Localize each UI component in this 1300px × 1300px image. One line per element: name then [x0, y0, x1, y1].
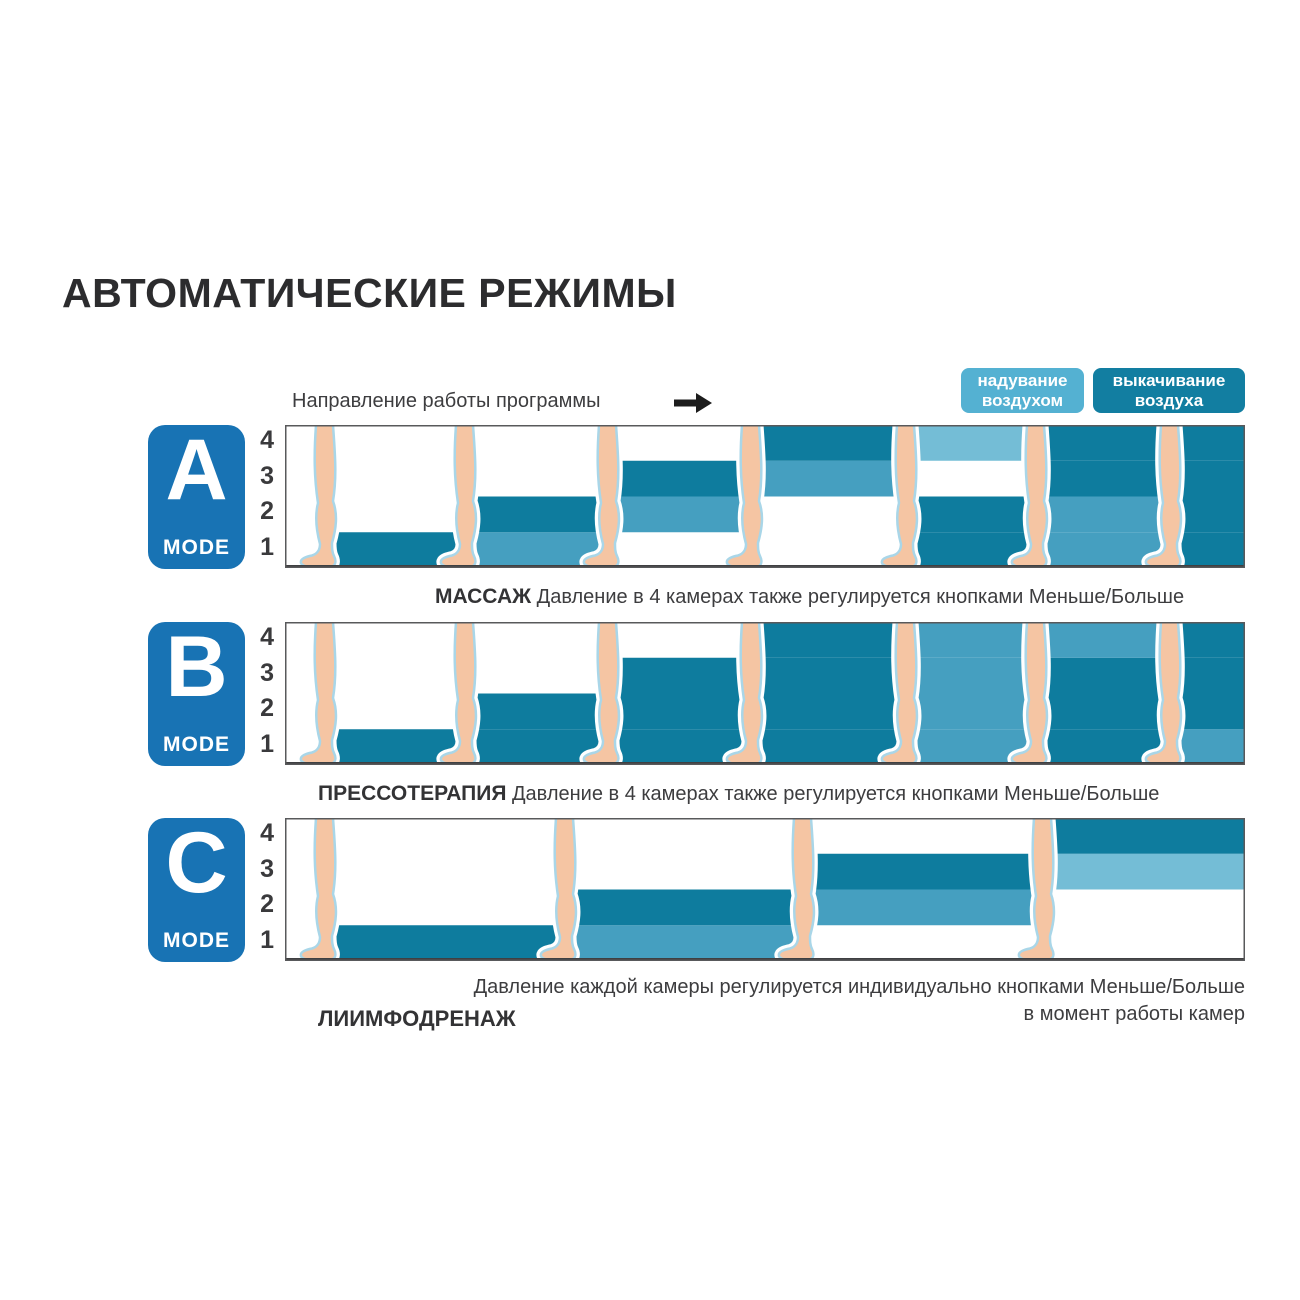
leg-figure [296, 818, 341, 961]
chamber-band [748, 622, 903, 658]
chamber-number: 3 [260, 659, 274, 687]
chamber-band [800, 853, 1040, 890]
chamber-number: 3 [260, 462, 274, 490]
chamber-band [562, 889, 800, 926]
chamber-band [748, 693, 903, 730]
chamber-band [1040, 853, 1245, 890]
chamber-band [748, 657, 903, 694]
legend-deflate-line2: воздуха [1134, 390, 1204, 410]
chamber-band [903, 425, 1033, 461]
chamber-band [605, 657, 748, 694]
mode-c-badge: C MODE [148, 818, 245, 962]
mode-a-caption: МАССАЖ Давление в 4 камерах также регули… [435, 585, 1184, 609]
chamber-number: 1 [260, 926, 274, 954]
chamber-number: 4 [260, 426, 274, 454]
mode-c-chart [285, 818, 1245, 961]
chamber-number: 2 [260, 497, 274, 525]
legend-deflate-line1: выкачивание [1112, 370, 1226, 390]
chamber-number: 2 [260, 890, 274, 918]
legend-inflate-line2: воздухом [981, 390, 1064, 410]
mode-b-sub: MODE [163, 733, 230, 756]
mode-a-chart [285, 425, 1245, 568]
mode-c-caption-line1: Давление каждой камеры регулируется инди… [473, 976, 1245, 998]
chart-frame [285, 818, 1245, 961]
mode-c-caption-line2: в момент работы камер [1023, 1003, 1245, 1025]
chamber-band [748, 460, 903, 497]
mode-b-caption-title: ПРЕССОТЕРАПИЯ [318, 782, 507, 805]
chamber-band [1033, 460, 1167, 497]
chamber-number: 2 [260, 694, 274, 722]
chamber-band [1033, 496, 1167, 533]
chamber-band [605, 460, 748, 497]
chamber-band [605, 693, 748, 730]
mode-b-caption-text: Давление в 4 камерах также регулируется … [511, 783, 1160, 805]
mode-c-chamber-numbers: 4 3 2 1 [246, 818, 274, 961]
leg-figure [877, 622, 922, 765]
chart-frame [285, 622, 1245, 765]
mode-b-caption: ПРЕССОТЕРАПИЯ Давление в 4 камерах также… [318, 782, 1159, 806]
chamber-band [1040, 818, 1245, 854]
mode-c-sub: MODE [163, 929, 230, 952]
mode-b-chamber-numbers: 4 3 2 1 [246, 622, 274, 765]
leg-figure [1007, 425, 1052, 568]
chamber-band [322, 925, 562, 961]
chamber-number: 1 [260, 730, 274, 758]
leg-figure [296, 622, 341, 765]
legend-deflate-air: выкачивание воздуха [1093, 368, 1245, 413]
mode-a-chamber-numbers: 4 3 2 1 [246, 425, 274, 568]
chamber-band [1033, 693, 1167, 730]
leg-figure [296, 425, 341, 568]
chamber-number: 1 [260, 533, 274, 561]
chamber-band [1033, 622, 1167, 658]
chamber-band [748, 729, 903, 765]
mode-a-caption-text: Давление в 4 камерах также регулируется … [536, 586, 1185, 608]
mode-a-badge: A MODE [148, 425, 245, 569]
mode-b-badge: B MODE [148, 622, 245, 766]
chamber-band [903, 693, 1033, 730]
chamber-number: 4 [260, 819, 274, 847]
chamber-band [1033, 657, 1167, 694]
legend-inflate-line1: надувание [977, 370, 1068, 390]
chart-frame [285, 425, 1245, 568]
legend-inflate-air: надувание воздухом [961, 368, 1084, 413]
chamber-band [903, 496, 1033, 533]
right-arrow-icon [674, 392, 714, 419]
chamber-band [462, 496, 605, 533]
mode-b-chart [285, 622, 1245, 765]
mode-b-letter: B [165, 619, 228, 715]
chamber-number: 4 [260, 623, 274, 651]
mode-a-caption-title: МАССАЖ [435, 585, 532, 608]
mode-a-sub: MODE [163, 536, 230, 559]
chamber-band [800, 889, 1040, 926]
chamber-band [562, 925, 800, 961]
chamber-band [605, 496, 748, 533]
chamber-band [903, 622, 1033, 658]
chamber-band [748, 425, 903, 461]
chamber-band [462, 693, 605, 730]
chamber-band [903, 657, 1033, 694]
mode-c-caption-label: ЛИИМФОДРЕНАЖ [318, 1006, 516, 1031]
chamber-band [1033, 425, 1167, 461]
page-title: АВТОМАТИЧЕСКИЕ РЕЖИМЫ [62, 270, 677, 316]
program-direction-label: Направление работы программы [292, 390, 601, 412]
chamber-number: 3 [260, 855, 274, 883]
mode-c-letter: C [165, 815, 228, 911]
leg-figure [1141, 622, 1186, 765]
mode-a-letter: A [165, 422, 228, 518]
